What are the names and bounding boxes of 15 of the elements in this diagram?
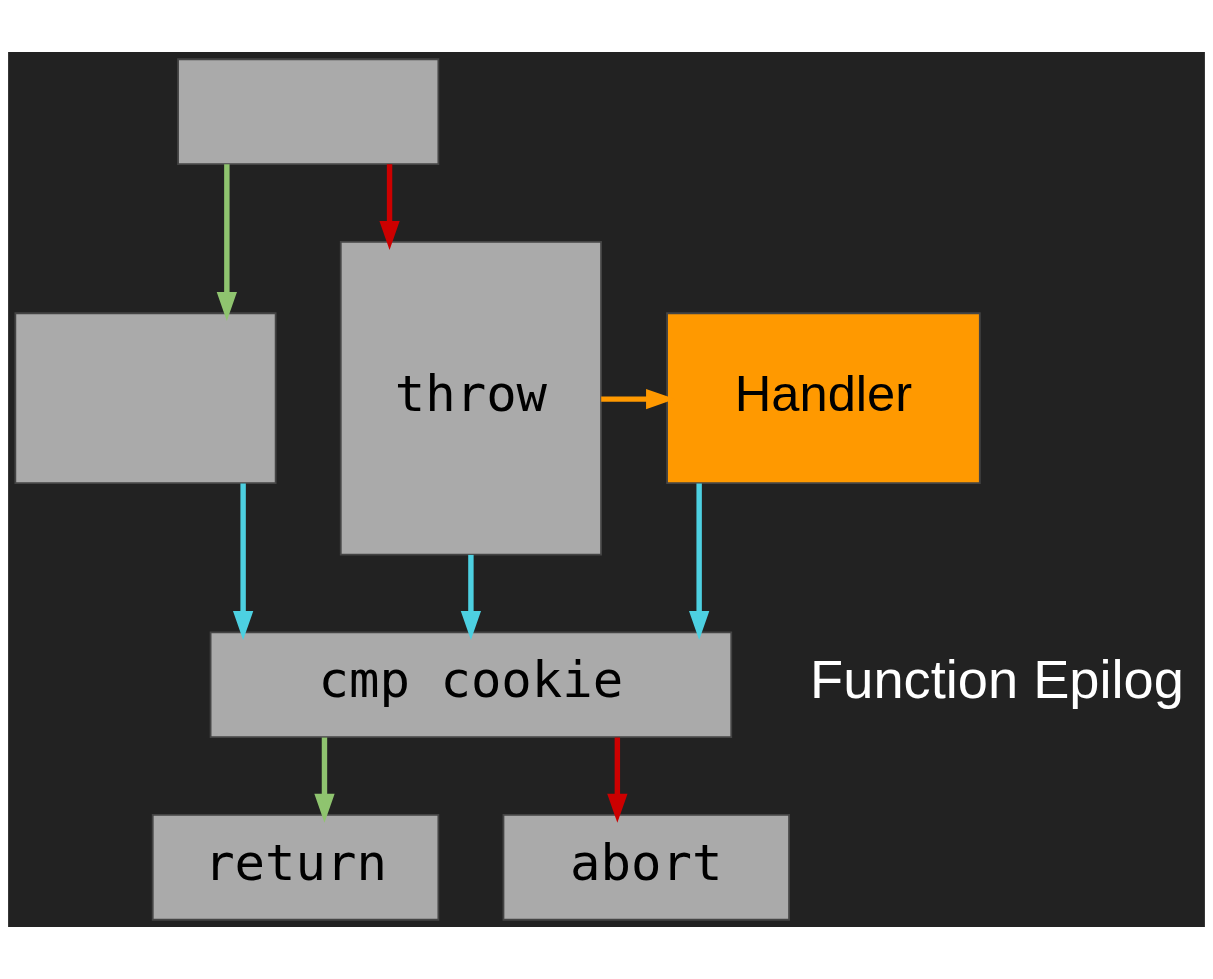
node-box [177,58,440,165]
node-box [14,312,277,485]
arrow [314,737,335,823]
arrow [689,483,710,641]
node-box: abort [502,814,790,921]
arrow [607,737,628,823]
node-box: return [151,814,440,921]
arrow [460,554,482,640]
node-box: cmp cookie [209,631,733,739]
arrow [379,164,400,250]
label: Function Epilog [810,649,1184,710]
node-box: Handler [666,312,981,485]
arrow [216,164,237,321]
arrow [232,483,254,641]
node-box: throw [339,240,602,556]
